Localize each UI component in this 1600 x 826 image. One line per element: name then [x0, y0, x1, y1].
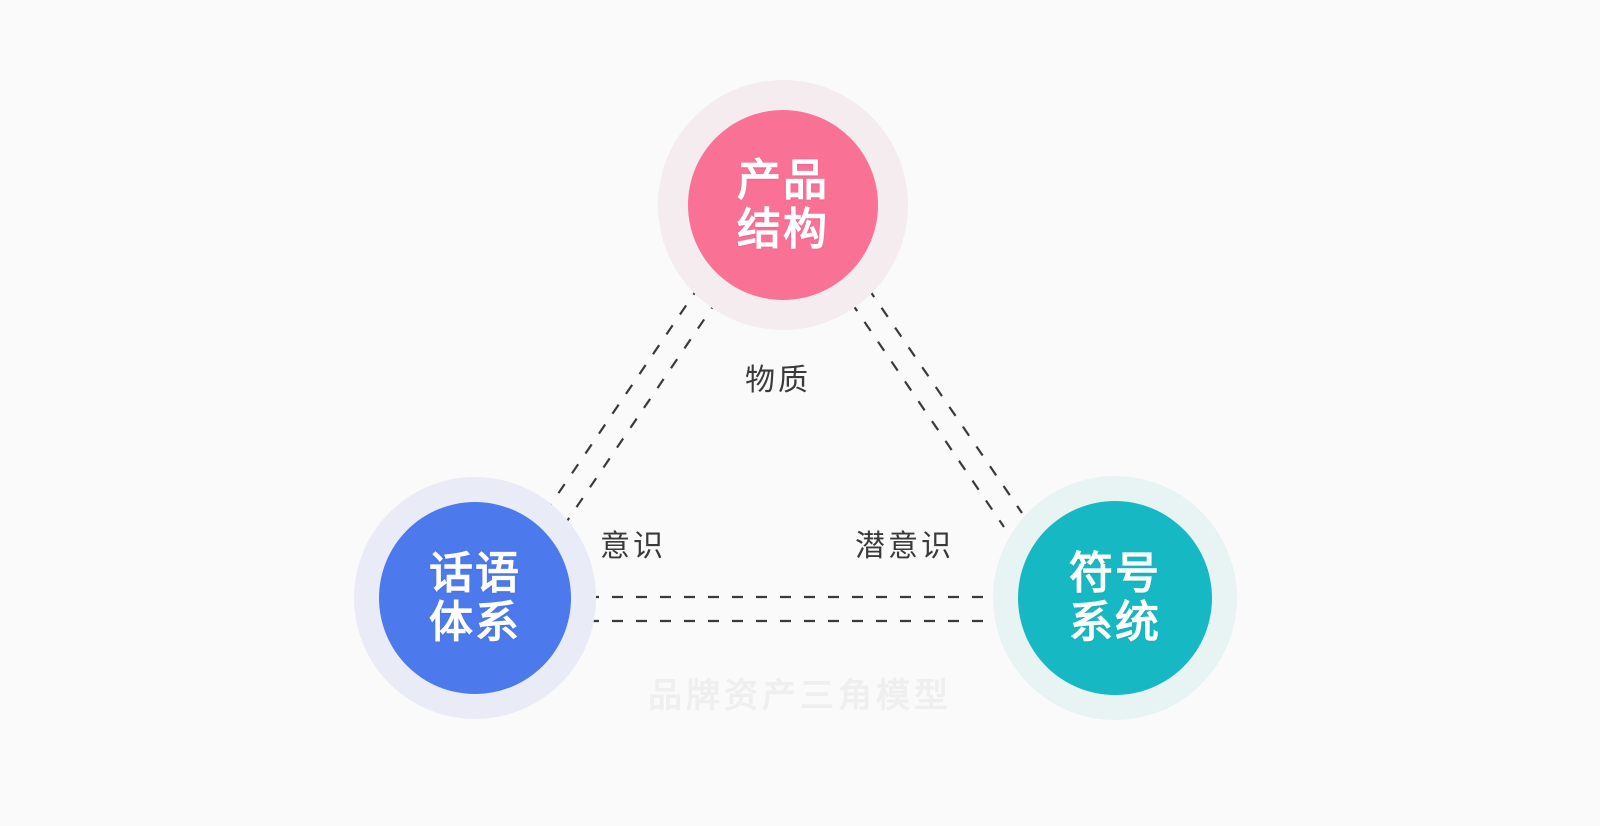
- node-label-discourse-system: 话语 体系: [429, 548, 521, 647]
- node-disc-product-structure[interactable]: 产品 结构: [688, 110, 878, 300]
- node-product-structure[interactable]: 产品 结构: [658, 80, 908, 330]
- node-label-product-structure: 产品 结构: [737, 155, 829, 254]
- edge-label-edge-subconscious: 潜意识: [855, 530, 954, 563]
- node-disc-discourse-system[interactable]: 话语 体系: [379, 502, 571, 694]
- dashed-line-left-diagonal-a: [544, 287, 699, 514]
- node-disc-symbol-system[interactable]: 符号 系统: [1018, 501, 1212, 695]
- edge-label-edge-consciousness: 意识: [600, 530, 666, 563]
- watermark-text: 品牌资产三角模型: [648, 677, 952, 715]
- dashed-line-right-diagonal-a: [867, 287, 1023, 514]
- dashed-connectors: [544, 287, 1023, 623]
- node-label-symbol-system: 符号 系统: [1069, 548, 1161, 647]
- node-symbol-system[interactable]: 符号 系统: [993, 476, 1237, 720]
- dashed-line-left-diagonal-b: [562, 301, 717, 528]
- dashed-line-right-diagonal-b: [850, 301, 1005, 528]
- edge-label-edge-matter: 物质: [745, 364, 811, 397]
- node-discourse-system[interactable]: 话语 体系: [354, 477, 596, 719]
